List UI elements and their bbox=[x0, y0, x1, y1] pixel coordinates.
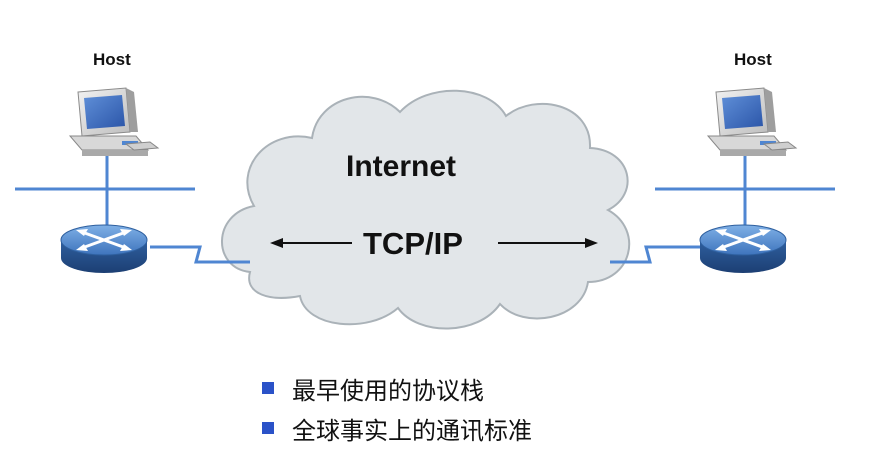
bullet-text: 最早使用的协议栈 bbox=[292, 376, 484, 405]
tcp-ip-label: TCP/IP bbox=[363, 226, 463, 261]
right-wan-link bbox=[610, 245, 700, 264]
right-computer-icon bbox=[706, 87, 798, 156]
right-router-icon bbox=[699, 224, 787, 273]
bullet-item: 最早使用的协议栈 bbox=[262, 368, 532, 408]
bullet-square-icon bbox=[262, 422, 274, 434]
left-wan-link bbox=[150, 245, 250, 264]
left-router-icon bbox=[60, 224, 148, 273]
protocol-arrow-right bbox=[498, 238, 598, 248]
internet-label: Internet bbox=[346, 150, 457, 183]
bullet-item: 全球事实上的通讯标准 bbox=[262, 408, 532, 448]
bullet-square-icon bbox=[262, 382, 274, 394]
bullet-list: 最早使用的协议栈 全球事实上的通讯标准 bbox=[262, 368, 532, 448]
left-computer-icon bbox=[68, 87, 160, 156]
left-host-label: Host bbox=[93, 50, 131, 69]
protocol-arrow-left bbox=[270, 238, 352, 248]
bullet-text: 全球事实上的通讯标准 bbox=[292, 416, 532, 445]
internet-cloud bbox=[221, 89, 631, 330]
right-host-label: Host bbox=[734, 50, 772, 69]
